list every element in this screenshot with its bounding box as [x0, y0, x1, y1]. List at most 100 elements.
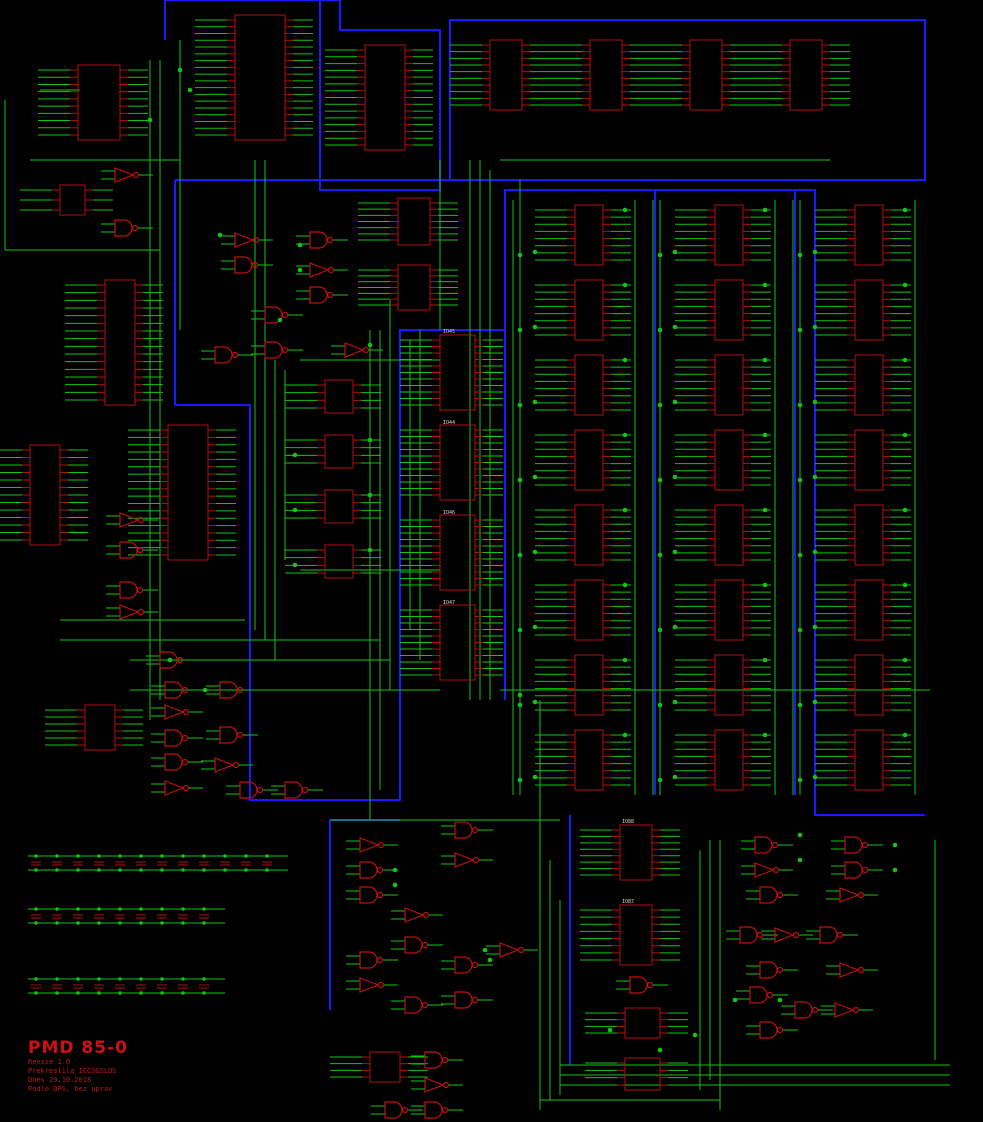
- ic-chip: [847, 429, 891, 491]
- title-block: PMD 85-0 Revize 1.0 Prekreslila ICCS&SLO…: [28, 1038, 128, 1094]
- logic-gate: [119, 581, 144, 599]
- chip-label-io45: IO45: [443, 329, 455, 335]
- logic-gates: [114, 167, 869, 1119]
- logic-gate: [114, 219, 139, 237]
- chip-label-io47: IO47: [443, 600, 455, 606]
- logic-gate: [759, 961, 784, 979]
- logic-gate: [404, 936, 429, 954]
- logic-gate: [164, 704, 190, 720]
- logic-gate: [359, 861, 384, 879]
- ic-chip: [317, 379, 361, 414]
- ic-chip: [707, 579, 751, 641]
- logic-gate: [164, 681, 189, 699]
- logic-gate: [404, 996, 429, 1014]
- ic-chip: [707, 279, 751, 341]
- ic-chip: [70, 64, 128, 141]
- logic-gate: [424, 1051, 449, 1069]
- logic-gate: [424, 1101, 449, 1119]
- ic-chip: [567, 504, 611, 566]
- logic-gate: [839, 887, 865, 903]
- logic-gate: [749, 986, 774, 1004]
- revision-line: Revize 1.0: [28, 1058, 71, 1066]
- logic-gate: [119, 512, 145, 528]
- chip-label-io88: IO88: [622, 819, 634, 825]
- ic-chip: [432, 514, 483, 591]
- ic-chip: [847, 504, 891, 566]
- ic-chip: [617, 1057, 668, 1091]
- ic-chip: [707, 204, 751, 266]
- logic-gate: [234, 232, 260, 248]
- ic-components: [22, 14, 891, 1091]
- logic-gate: [119, 541, 144, 559]
- ic-chip: [317, 544, 361, 579]
- ic-chip: [432, 334, 483, 411]
- logic-gate: [454, 852, 480, 868]
- logic-gate: [214, 346, 239, 364]
- logic-gate: [759, 886, 784, 904]
- logic-gate: [739, 926, 764, 944]
- ic-chip: [567, 579, 611, 641]
- chip-label-io44: IO44: [443, 420, 455, 426]
- ic-chip: [567, 354, 611, 416]
- chip-label-io46: IO46: [443, 510, 455, 516]
- ic-chip: [847, 729, 891, 791]
- logic-gate: [839, 962, 865, 978]
- ic-chip: [357, 44, 413, 151]
- ic-chip: [617, 1007, 668, 1039]
- ic-chip: [847, 279, 891, 341]
- ic-chip: [390, 197, 438, 246]
- logic-gate: [844, 861, 869, 879]
- ic-chip: [22, 444, 68, 546]
- logic-gate: [794, 1001, 819, 1019]
- logic-gate: [359, 977, 385, 993]
- logic-gate: [119, 604, 145, 620]
- chip-label-io87: IO87: [622, 899, 634, 905]
- ic-chip: [707, 654, 751, 716]
- ic-chip: [682, 39, 730, 111]
- logic-gate: [499, 942, 525, 958]
- logic-gate: [214, 757, 240, 773]
- ic-chip: [52, 184, 93, 216]
- ic-chip: [847, 354, 891, 416]
- logic-gate: [454, 956, 479, 974]
- logic-gate: [754, 862, 780, 878]
- logic-gate: [754, 836, 779, 854]
- ic-chip: [567, 654, 611, 716]
- logic-gate: [629, 976, 654, 994]
- ic-chip: [567, 729, 611, 791]
- logic-gate: [344, 342, 370, 358]
- ic-chip: [782, 39, 830, 111]
- logic-gate: [844, 836, 869, 854]
- ic-chip: [567, 204, 611, 266]
- ic-chip: [482, 39, 530, 111]
- logic-gate: [239, 781, 264, 799]
- logic-gate: [114, 167, 140, 183]
- junction-dots: [147, 67, 908, 1053]
- ic-chip: [847, 654, 891, 716]
- logic-gate: [309, 286, 334, 304]
- ic-chip: [612, 824, 660, 881]
- logic-gate: [454, 821, 479, 839]
- logic-gate: [264, 306, 289, 324]
- logic-gate: [234, 256, 259, 274]
- logic-gate: [384, 1101, 409, 1119]
- logic-gate: [819, 926, 844, 944]
- schematic-title: PMD 85-0: [28, 1038, 128, 1058]
- logic-gate: [264, 341, 289, 359]
- ic-chip: [227, 14, 293, 141]
- ic-chip: [847, 204, 891, 266]
- ic-chip: [567, 429, 611, 491]
- ic-chip: [847, 579, 891, 641]
- logic-gate: [359, 837, 385, 853]
- capacitor-rows: [28, 854, 288, 995]
- ic-chip: [317, 489, 361, 524]
- ic-chip: [567, 279, 611, 341]
- logic-gate: [159, 651, 184, 669]
- logic-gate: [359, 886, 384, 904]
- ic-chip: [160, 424, 216, 561]
- logic-gate: [759, 1021, 784, 1039]
- ic-chip: [432, 424, 483, 501]
- logic-gate: [284, 781, 309, 799]
- ic-chip: [707, 504, 751, 566]
- ic-chip: [362, 1051, 408, 1083]
